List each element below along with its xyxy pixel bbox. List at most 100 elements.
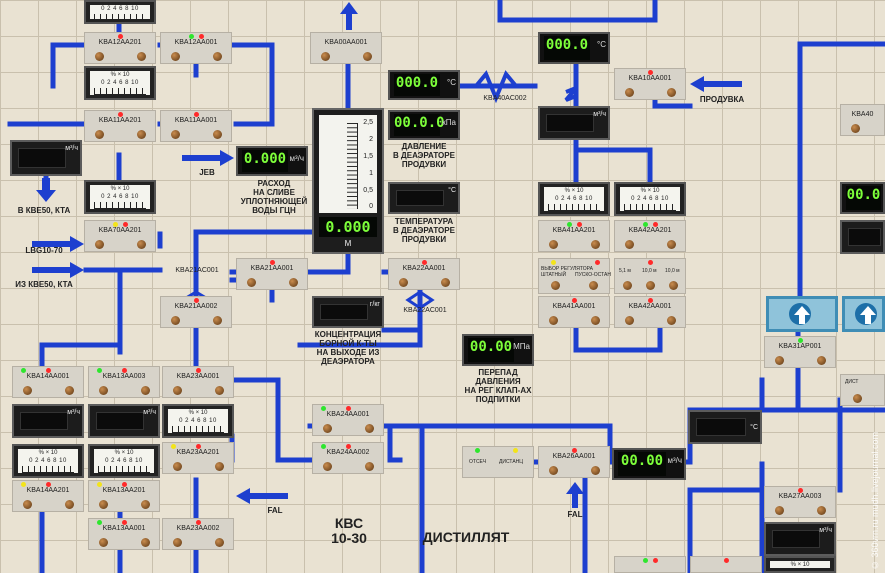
valve-tile[interactable]: KBA14AA201: [12, 480, 84, 512]
valve-tile[interactable]: KBA41AA001: [538, 296, 610, 328]
tile-tag: KBA23AA001: [176, 373, 220, 380]
gauge-unit: % × 10: [790, 562, 810, 568]
pressure-label-line1: ДАВЛЕНИЕ: [401, 142, 447, 151]
valve-tile[interactable]: KBA13AA201: [88, 480, 160, 512]
valve-tile[interactable]: KBA70AA201: [84, 220, 156, 252]
kba40ac002-label: KBA40AC002: [483, 95, 527, 102]
temp-label-line2: В ДЕАЭРАТОРЕ: [393, 226, 455, 235]
gauge-ticks: 0 2 4 6 8 10: [631, 196, 669, 202]
valve-tile[interactable]: KBA00AA001: [310, 32, 382, 64]
valve-tile[interactable]: [690, 556, 762, 573]
concentration-indicator: г/кг: [312, 296, 384, 328]
valve-tile[interactable]: KBA40: [840, 104, 885, 136]
level-tick: 1: [369, 170, 373, 177]
tile-tag: KBA42AA001: [628, 303, 672, 310]
valve-tile[interactable]: KBA23AA201: [162, 442, 234, 474]
level-tick: 1,5: [363, 153, 373, 160]
gauge-unit: % × 10: [640, 188, 660, 194]
readout-unit: кПа: [442, 118, 456, 127]
mode-c1-label: 5,1 м: [619, 268, 631, 274]
tile-tag: KBA40: [851, 111, 874, 118]
gauge-ticks: 0 2 4 6 8 10: [105, 458, 143, 464]
tile-tag: KBA14AA001: [26, 373, 70, 380]
temp-label-line1: ТЕМПЕРАТУРА: [394, 217, 454, 226]
arrow-up-icon: [794, 306, 810, 324]
arrow-left-icon: [690, 76, 742, 92]
valve-open-button[interactable]: [766, 296, 838, 332]
gauge-unit: % × 10: [114, 450, 134, 456]
from-kbe50-label: ИЗ КВЕ50, КТА: [15, 280, 73, 289]
flow-indicator: м³/ч: [88, 404, 160, 438]
gauge-unit: % × 10: [110, 72, 130, 78]
flow-label: РАСХОД НА СЛИВЕ УПЛОТНЯЮЩЕЙ ВОДЫ ГЦН: [236, 179, 312, 215]
tile-tag: KBA42AA201: [628, 227, 672, 234]
pressure-readout: 00.0.0 кПа: [388, 110, 460, 140]
valve-tile[interactable]: KBA42AA201: [614, 220, 686, 252]
boron-label-line3: НА ВЫХОДЕ ИЗ: [316, 348, 380, 357]
valve-tile[interactable]: KBA11AA201: [84, 110, 156, 142]
valve-tile[interactable]: KBA13AA003: [88, 366, 160, 398]
arrow-up-icon: [340, 2, 358, 30]
dist-tile[interactable]: ДИСТ: [840, 374, 885, 406]
flow-indicator: [840, 220, 885, 254]
valve-tile[interactable]: KBA26AA001: [538, 446, 610, 478]
tile-tag: KBA14AA201: [26, 487, 70, 494]
valve-tile[interactable]: KBA23AA002: [162, 518, 234, 550]
kba21ac001-label: KBA21AC001: [175, 267, 219, 274]
tile-tag: KBA13AA201: [102, 487, 146, 494]
valve-tile[interactable]: KBA24AA001: [312, 404, 384, 436]
valve-tile[interactable]: KBA12AA001: [160, 32, 232, 64]
temperature-indicator: °C: [688, 410, 762, 444]
temp-label-line3: ПРОДУВКИ: [401, 235, 447, 244]
tile-tag: KBA41AA001: [552, 303, 596, 310]
valve-tile[interactable]: KBA21AA002: [160, 296, 232, 328]
pressure-label-line3: ПРОДУВКИ: [401, 160, 447, 169]
unit-label: м³/ч: [819, 527, 832, 534]
unit-label: м³/ч: [65, 145, 78, 152]
flow-indicator: м³/ч: [10, 140, 82, 176]
valve-tile[interactable]: KBA12AA201: [84, 32, 156, 64]
unit-label: м³/ч: [593, 111, 606, 118]
boron-label-line4: ДЕАЭРАТОРА: [321, 357, 375, 366]
temperature-readout: 000.0 °C: [538, 32, 610, 64]
distants-label: ДИСТАНЦ: [499, 459, 523, 465]
valve-tile[interactable]: KBA42AA001: [614, 296, 686, 328]
valve-open-button[interactable]: [842, 296, 885, 332]
valve-tile[interactable]: KBA41AA201: [538, 220, 610, 252]
temperature-label: ТЕМПЕРАТУРА В ДЕАЭРАТОРЕ ПРОДУВКИ: [386, 217, 462, 244]
mode-tile[interactable]: ОТСЕЧ ДИСТАНЦ: [462, 446, 534, 478]
readout-value: 000.0: [394, 74, 440, 96]
gauge-unit: % × 10: [38, 450, 58, 456]
level-gauge: 2,5 2 1,5 1 0,5 0 0.000 М: [312, 108, 384, 254]
valve-tile[interactable]: KBA11AA001: [160, 110, 232, 142]
flow-indicator: м³/ч: [538, 106, 610, 140]
valve-tile[interactable]: KBA21AA001: [236, 258, 308, 290]
valve-tile[interactable]: KBA31AP001: [764, 336, 836, 368]
mode-select-tile[interactable]: 5,1 м 10,0 м 10,0 м: [614, 258, 686, 294]
kba22ac001-label: KBA22AC001: [403, 307, 447, 314]
valve-tile[interactable]: KBA24AA002: [312, 442, 384, 474]
temperature-readout: 000.0 °C: [388, 70, 460, 100]
valve-tile[interactable]: KBA27AA003: [764, 486, 836, 518]
pressure-label-line2: В ДЕАЭРАТОРЕ: [393, 151, 455, 160]
valve-tile[interactable]: KBA10AA001: [614, 68, 686, 100]
valve-tile[interactable]: KBA23AA001: [162, 366, 234, 398]
percent-gauge: 0 2 4 6 8 10: [84, 0, 156, 24]
readout-unit: м³/ч: [667, 456, 682, 465]
gauge-ticks: 0 2 4 6 8 10: [29, 458, 67, 464]
valve-tile[interactable]: KBA14AA001: [12, 366, 84, 398]
gauge-ticks: 0 2 4 6 8 10: [101, 6, 139, 12]
valve-tile[interactable]: KBA13AA001: [88, 518, 160, 550]
gauge-ticks: 0 2 4 6 8 10: [555, 196, 593, 202]
distillate-flow-readout: 00.00 м³/ч: [612, 448, 686, 480]
percent-gauge: % × 10: [764, 556, 836, 573]
panel-title-line1: КВС: [334, 515, 364, 531]
dp-label-line1: ПЕРЕПАД: [478, 368, 518, 377]
valve-tile[interactable]: KBA22AA001: [388, 258, 460, 290]
valve-tile[interactable]: [614, 556, 686, 573]
tile-tag: KBA23AA002: [176, 525, 220, 532]
mode-select-tile[interactable]: ВЫБОР РЕГУЛЯТОРА ШТАТНЫЙ ПУСКО-ОСТАН: [538, 258, 611, 294]
gauge-ticks: 0 2 4 6 8 10: [101, 80, 139, 86]
unit-label: °C: [448, 187, 456, 194]
arrow-right-icon: [32, 262, 84, 278]
